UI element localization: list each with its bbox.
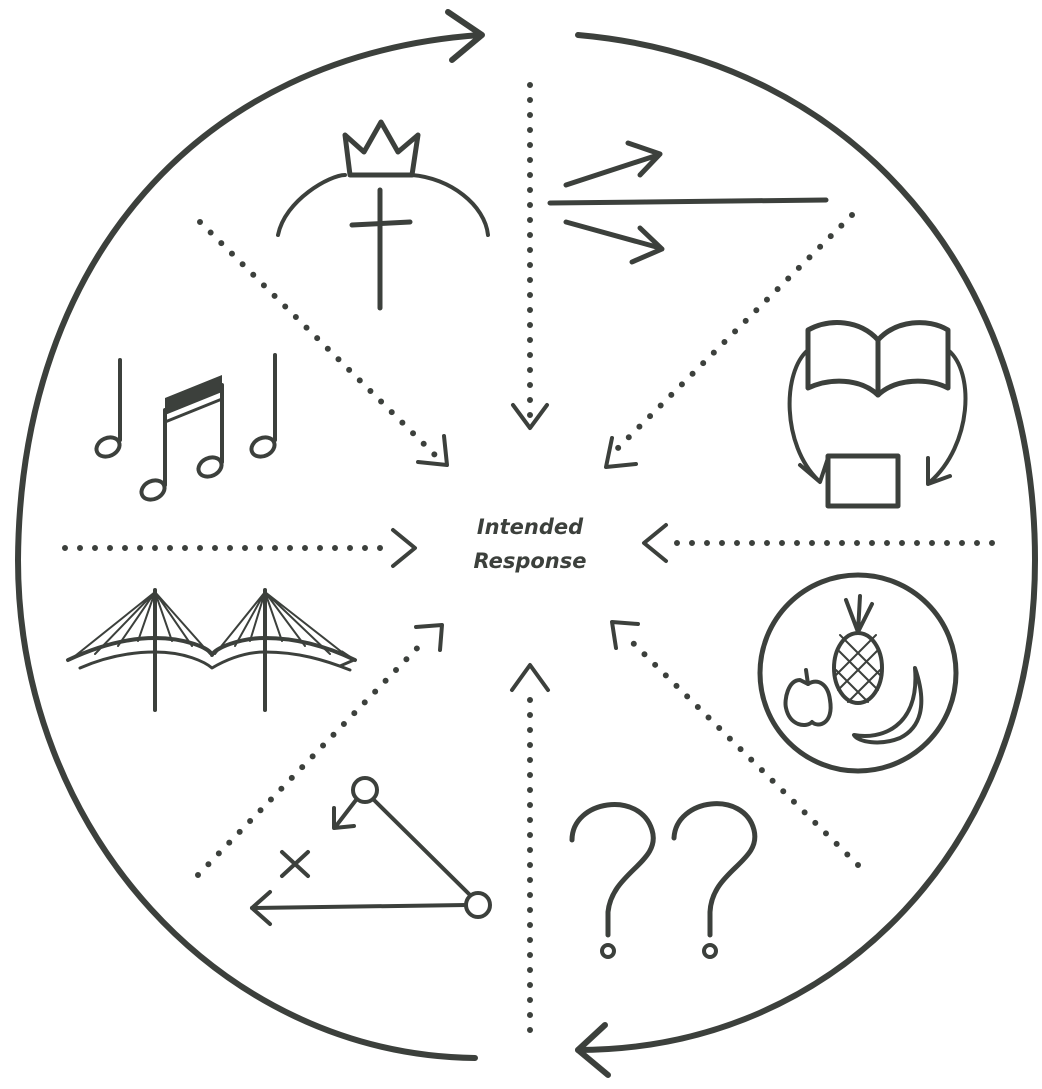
diverging-arrows-icon: [547, 140, 829, 265]
arrowhead-top-icon: [511, 403, 549, 430]
bottom-arrowhead-icon: [575, 1022, 611, 1078]
dotted-arrow-top-right: [615, 212, 855, 451]
cycle-arc-left: [15, 32, 483, 1061]
arrowhead-top-right-icon: [604, 436, 638, 469]
center-label: Intended Response: [430, 510, 630, 578]
arrowhead-right-icon: [642, 523, 668, 563]
arrowhead-bottom-left-icon: [414, 623, 444, 652]
arrowhead-left-icon: [391, 528, 417, 568]
dotted-arrow-bottom-left: [195, 637, 428, 878]
music-notes-icon: [94, 353, 277, 502]
arrowhead-bottom-right-icon: [610, 620, 640, 650]
dotted-arrow-top-left: [197, 219, 438, 458]
radial-arrows: [62, 82, 995, 1033]
center-label-line1: Intended: [476, 515, 584, 539]
fruit-plate-icon: [757, 572, 959, 774]
crown-cross-icon: [276, 119, 490, 311]
cycle-arc-right: [575, 32, 1038, 1053]
center-label-line2: Response: [473, 549, 587, 573]
book-cycle-icon: [787, 320, 968, 509]
question-marks-icon: [569, 801, 758, 959]
triangle-path-icon: [250, 776, 492, 926]
arrowhead-bottom-icon: [510, 663, 550, 692]
arrowhead-top-left-icon: [416, 434, 449, 467]
top-arrowhead-icon: [445, 9, 485, 63]
dotted-arrow-bottom-right: [627, 637, 861, 868]
cycle-arrows: [15, 9, 1038, 1078]
bridge-icon: [66, 588, 357, 712]
